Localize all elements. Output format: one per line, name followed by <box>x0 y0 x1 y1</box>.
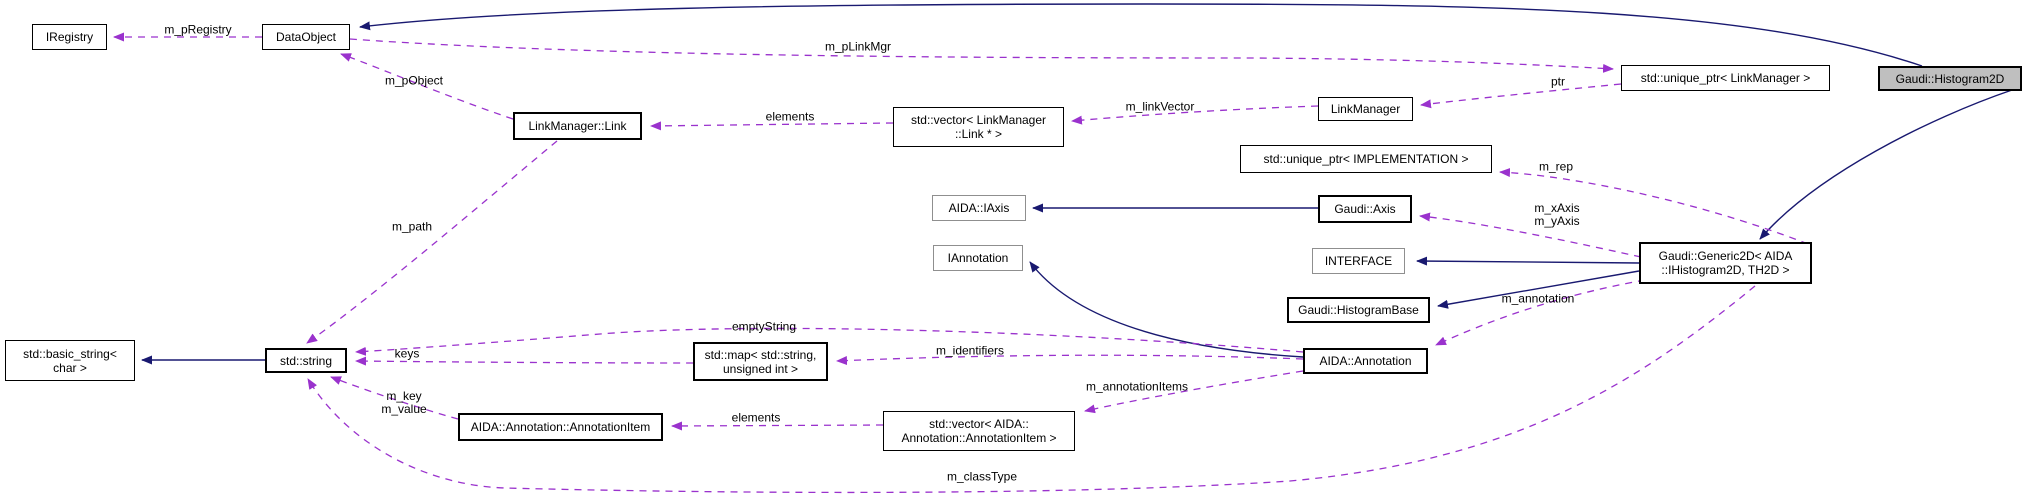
node-std-string[interactable]: std::string <box>265 348 347 373</box>
edge-m-annotation <box>1435 279 1646 346</box>
node-histogrambase[interactable]: Gaudi::HistogramBase <box>1287 297 1430 323</box>
edge-elements-top <box>650 121 894 131</box>
edge-m-path <box>306 140 558 344</box>
edge-label-elements-top: elements <box>765 109 815 124</box>
node-uniqueptr-implementation[interactable]: std::unique_ptr< IMPLEMENTATION > <box>1240 145 1492 173</box>
node-vector-linkmanager-link[interactable]: std::vector< LinkManager ::Link * > <box>893 107 1064 147</box>
node-vector-annotationitem[interactable]: std::vector< AIDA:: Annotation::Annotati… <box>883 411 1075 451</box>
edge-label-m-annotation: m_annotation <box>1501 291 1575 306</box>
node-aida-iaxis: AIDA::IAxis <box>932 195 1026 221</box>
edge-label-keys: keys <box>394 346 420 361</box>
edge-elements-bottom <box>671 421 884 431</box>
edge-label-m-pobject: m_pObject <box>384 73 444 88</box>
edge-histogram2d-generic2d <box>1759 89 2013 240</box>
edge-keys <box>355 356 694 366</box>
node-linkmanager-link[interactable]: LinkManager::Link <box>513 112 642 140</box>
node-basic-string[interactable]: std::basic_string< char > <box>5 340 135 381</box>
edge-label-m-linkvector: m_linkVector <box>1125 99 1195 114</box>
node-annotationitem[interactable]: AIDA::Annotation::AnnotationItem <box>458 413 663 441</box>
edge-label-m-pregistry: m_pRegistry <box>164 22 232 37</box>
node-linkmanager[interactable]: LinkManager <box>1318 97 1413 121</box>
edge-m-identifiers <box>836 354 1304 366</box>
edge-m-xaxis-yaxis <box>1419 212 1642 258</box>
edge-emptystring <box>355 327 1304 356</box>
edge-generic2d-interface <box>1416 256 1640 266</box>
node-gaudi-axis[interactable]: Gaudi::Axis <box>1318 195 1412 223</box>
node-uniqueptr-linkmanager[interactable]: std::unique_ptr< LinkManager > <box>1621 65 1830 91</box>
edge-label-m-plinkmgr: m_pLinkMgr <box>824 39 892 54</box>
edge-label-m-annotationitems: m_annotationItems <box>1085 379 1189 394</box>
edge-label-m-path: m_path <box>391 219 433 234</box>
edge-label-m-classtype: m_classType <box>946 469 1018 484</box>
node-iannotation: IAnnotation <box>933 245 1023 271</box>
edge-m-key-m-value <box>330 376 459 420</box>
node-iregistry[interactable]: IRegistry <box>32 24 107 50</box>
node-generic2d[interactable]: Gaudi::Generic2D< AIDA ::IHistogram2D, T… <box>1639 242 1812 284</box>
node-interface: INTERFACE <box>1312 248 1405 274</box>
edge-annotation-iannotation <box>1029 261 1304 358</box>
edge-generic2d-histogrambase <box>1437 270 1640 309</box>
edge-label-m-identifiers: m_identifiers <box>935 343 1005 358</box>
edge-label-m-rep: m_rep <box>1538 159 1574 174</box>
node-aida-annotation[interactable]: AIDA::Annotation <box>1303 348 1428 374</box>
edge-m-classtype <box>307 285 1756 494</box>
node-dataobject[interactable]: DataObject <box>262 24 350 50</box>
node-histogram2d-selected: Gaudi::Histogram2D <box>1878 66 2022 91</box>
edge-m-rep <box>1499 168 1809 245</box>
edge-label-emptystring: emptyString <box>731 319 797 334</box>
edge-m-linkvector <box>1071 105 1319 125</box>
edge-label-m-key-m-value: m_key m_value <box>381 389 427 416</box>
edge-label-m-xaxis-m-yaxis: m_xAxis m_yAxis <box>1534 201 1580 228</box>
node-std-map[interactable]: std::map< std::string, unsigned int > <box>693 342 828 381</box>
edge-histogram2d-dataobject <box>359 3 1923 67</box>
edge-label-ptr: ptr <box>1550 74 1566 89</box>
edge-label-elements-bottom: elements <box>731 410 781 425</box>
edge-ptr <box>1420 83 1622 109</box>
edge-m-plinkmgr <box>349 38 1614 73</box>
